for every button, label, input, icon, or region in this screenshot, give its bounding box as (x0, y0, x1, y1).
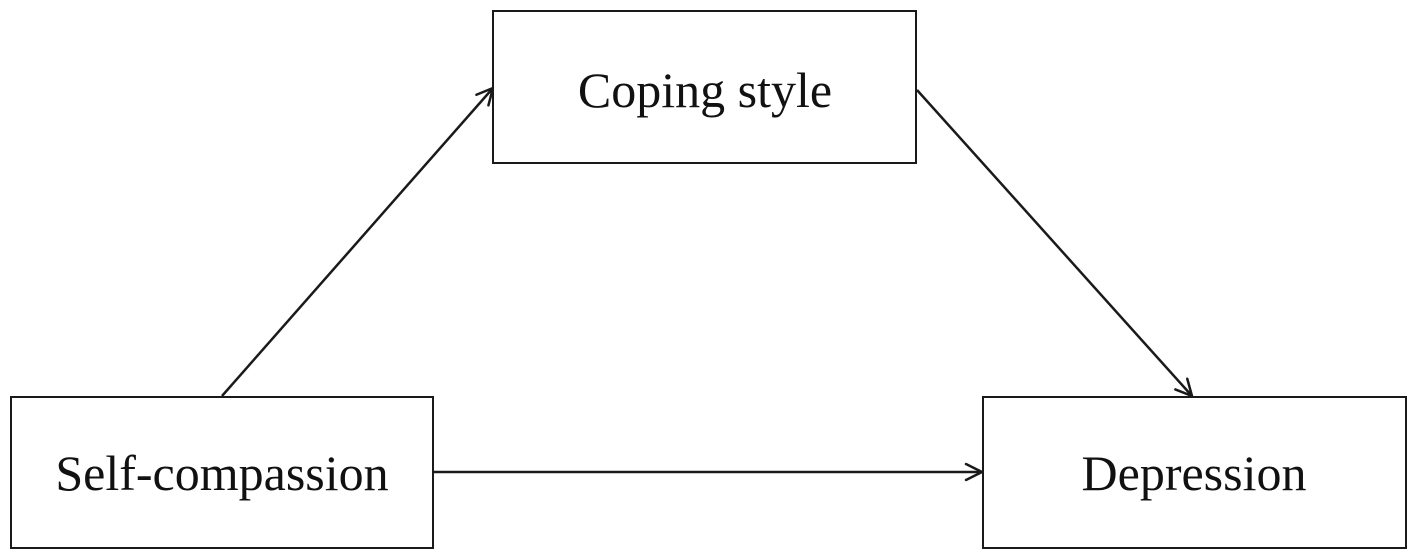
edges (221, 86, 1194, 482)
node-box (982, 396, 1407, 549)
node-label-coping-style: Coping style (578, 62, 832, 118)
edge-coping-style-to-depression (916, 89, 1194, 398)
node-label-depression: Depression (1082, 445, 1307, 501)
node-self-compassion: Self-compassion (10, 396, 434, 549)
node-depression: Depression (982, 396, 1407, 549)
node-label-self-compassion: Self-compassion (55, 445, 388, 501)
node-coping-style: Coping style (492, 10, 917, 164)
node-box (492, 10, 917, 164)
edge-self-compassion-to-coping-style (221, 86, 495, 397)
node-box (10, 396, 434, 549)
